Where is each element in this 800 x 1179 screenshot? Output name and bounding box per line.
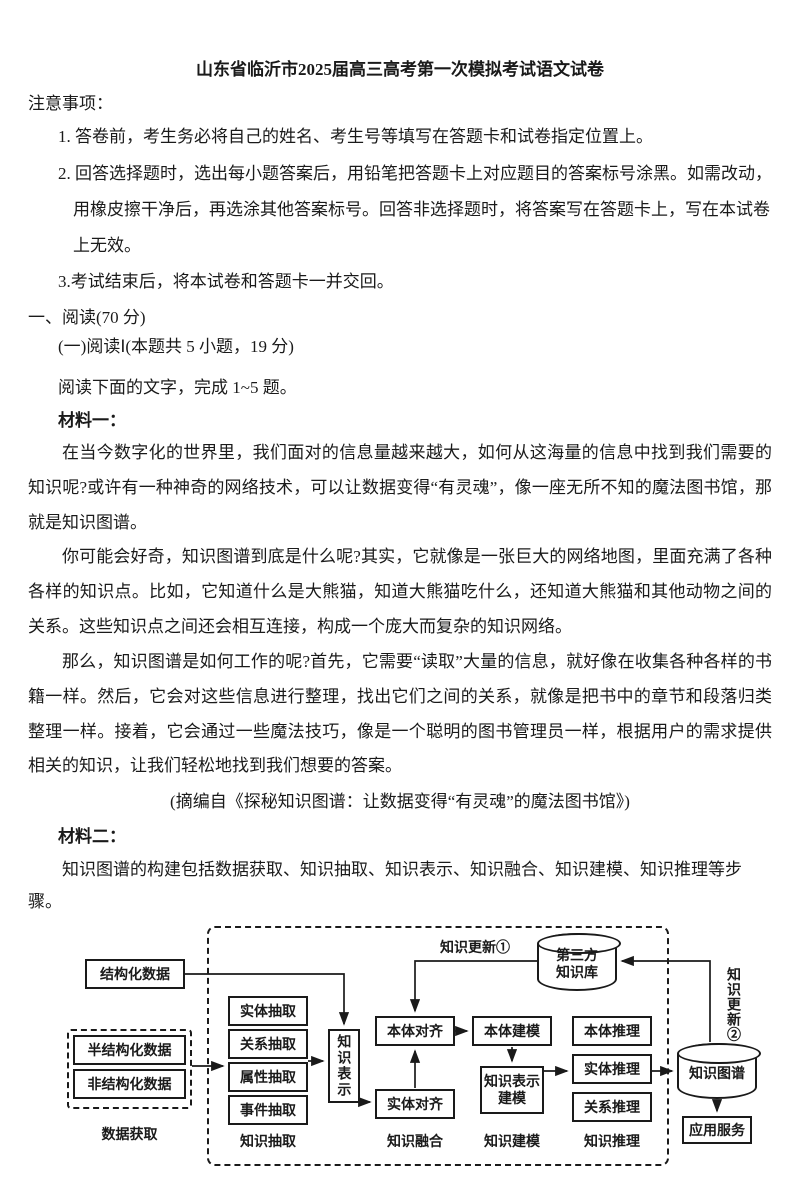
semi-unstructured-frame: [67, 1029, 192, 1110]
node-entity-reasoning: 实体推理: [572, 1054, 652, 1085]
notice-item-2: 2. 回答选择题时，选出每小题答案后，用铅笔把答题卡上对应题目的答案标号涂黑。如…: [58, 164, 772, 255]
group-label-data-acquisition: 数据获取: [101, 1126, 158, 1143]
material-one-paragraph-3: 那么，知识图谱是如何工作的呢?首先，它需要“读取”大量的信息，就好像在收集各种各…: [28, 651, 772, 776]
node-event-extraction: 事件抽取: [228, 1095, 308, 1126]
source-attribution: (摘编自《探秘知识图谱：让数据变得“有灵魂”的魔法图书馆》): [170, 792, 630, 812]
knowledge-graph-cylinder: 知识图谱: [677, 1043, 761, 1100]
node-application-service: 应用服务: [682, 1116, 752, 1145]
label-knowledge-update-1: 知识更新①: [440, 939, 510, 956]
material-one-paragraph-2: 你可能会好奇，知识图谱到底是什么呢?其实，它就像是一张巨大的网络地图，里面充满了…: [28, 547, 772, 637]
node-ontology-modeling: 本体建模: [472, 1016, 552, 1047]
node-unstructured-data: 非结构化数据: [73, 1069, 186, 1100]
subsection-heading: (一)阅读Ⅰ(本题共 5 小题，19 分): [58, 337, 294, 357]
node-third-party-kb: 第三方知识库: [556, 947, 598, 980]
process-frame: [207, 926, 669, 1167]
group-label-knowledge-extraction: 知识抽取: [240, 1133, 296, 1150]
node-entity-extraction: 实体抽取: [228, 996, 308, 1027]
node-structured-data: 结构化数据: [85, 959, 185, 990]
node-knowledge-representation: 知识表示: [328, 1029, 360, 1104]
node-relation-reasoning: 关系推理: [572, 1092, 652, 1123]
material-one-label: 材料一：: [58, 411, 126, 430]
material-one-paragraph-1: 在当今数字化的世界里，我们面对的信息量越来越大，如何从这海量的信息中找到我们需要…: [28, 442, 772, 532]
node-knowledge-graph: 知识图谱: [689, 1065, 745, 1082]
notice-item-3: 3.考试结束后，将本试卷和答题卡一并交回。: [58, 272, 394, 292]
node-semi-structured-data: 半结构化数据: [73, 1035, 186, 1066]
third-party-kb-cylinder: 第三方知识库: [537, 933, 621, 992]
knowledge-graph-flow-diagram: 结构化数据 半结构化数据 非结构化数据 数据获取 实体抽取 关系抽取 属性抽取 …: [30, 926, 770, 1179]
material-two-intro: 知识图谱的构建包括数据获取、知识抽取、知识表示、知识融合、知识建模、知识推理等步…: [28, 859, 742, 911]
material-two-label: 材料二：: [58, 826, 126, 846]
section-heading: 一、阅读(70 分): [28, 308, 146, 328]
label-knowledge-update-2: 知识更新②: [726, 966, 742, 1042]
group-label-knowledge-fusion: 知识融合: [387, 1133, 443, 1150]
notice-heading: 注意事项：: [28, 94, 113, 114]
group-label-knowledge-reasoning: 知识推理: [584, 1133, 640, 1150]
page-title: 山东省临沂市2025届高三高考第一次模拟考试语文试卷: [196, 60, 604, 79]
flow-arrows: [185, 956, 723, 1113]
node-relation-extraction: 关系抽取: [228, 1029, 308, 1060]
node-ontology-alignment: 本体对齐: [375, 1016, 455, 1047]
node-knowledge-representation-modeling: 知识表示建模: [480, 1066, 544, 1115]
node-attribute-extraction: 属性抽取: [228, 1062, 308, 1093]
reading-instruction: 阅读下面的文字，完成 1~5 题。: [58, 378, 297, 398]
notice-item-1: 1. 答卷前，考生务必将自己的姓名、考生号等填写在答题卡和试卷指定位置上。: [58, 126, 653, 146]
group-label-knowledge-modeling: 知识建模: [484, 1133, 540, 1150]
node-entity-alignment: 实体对齐: [375, 1089, 455, 1120]
node-ontology-reasoning: 本体推理: [572, 1016, 652, 1047]
